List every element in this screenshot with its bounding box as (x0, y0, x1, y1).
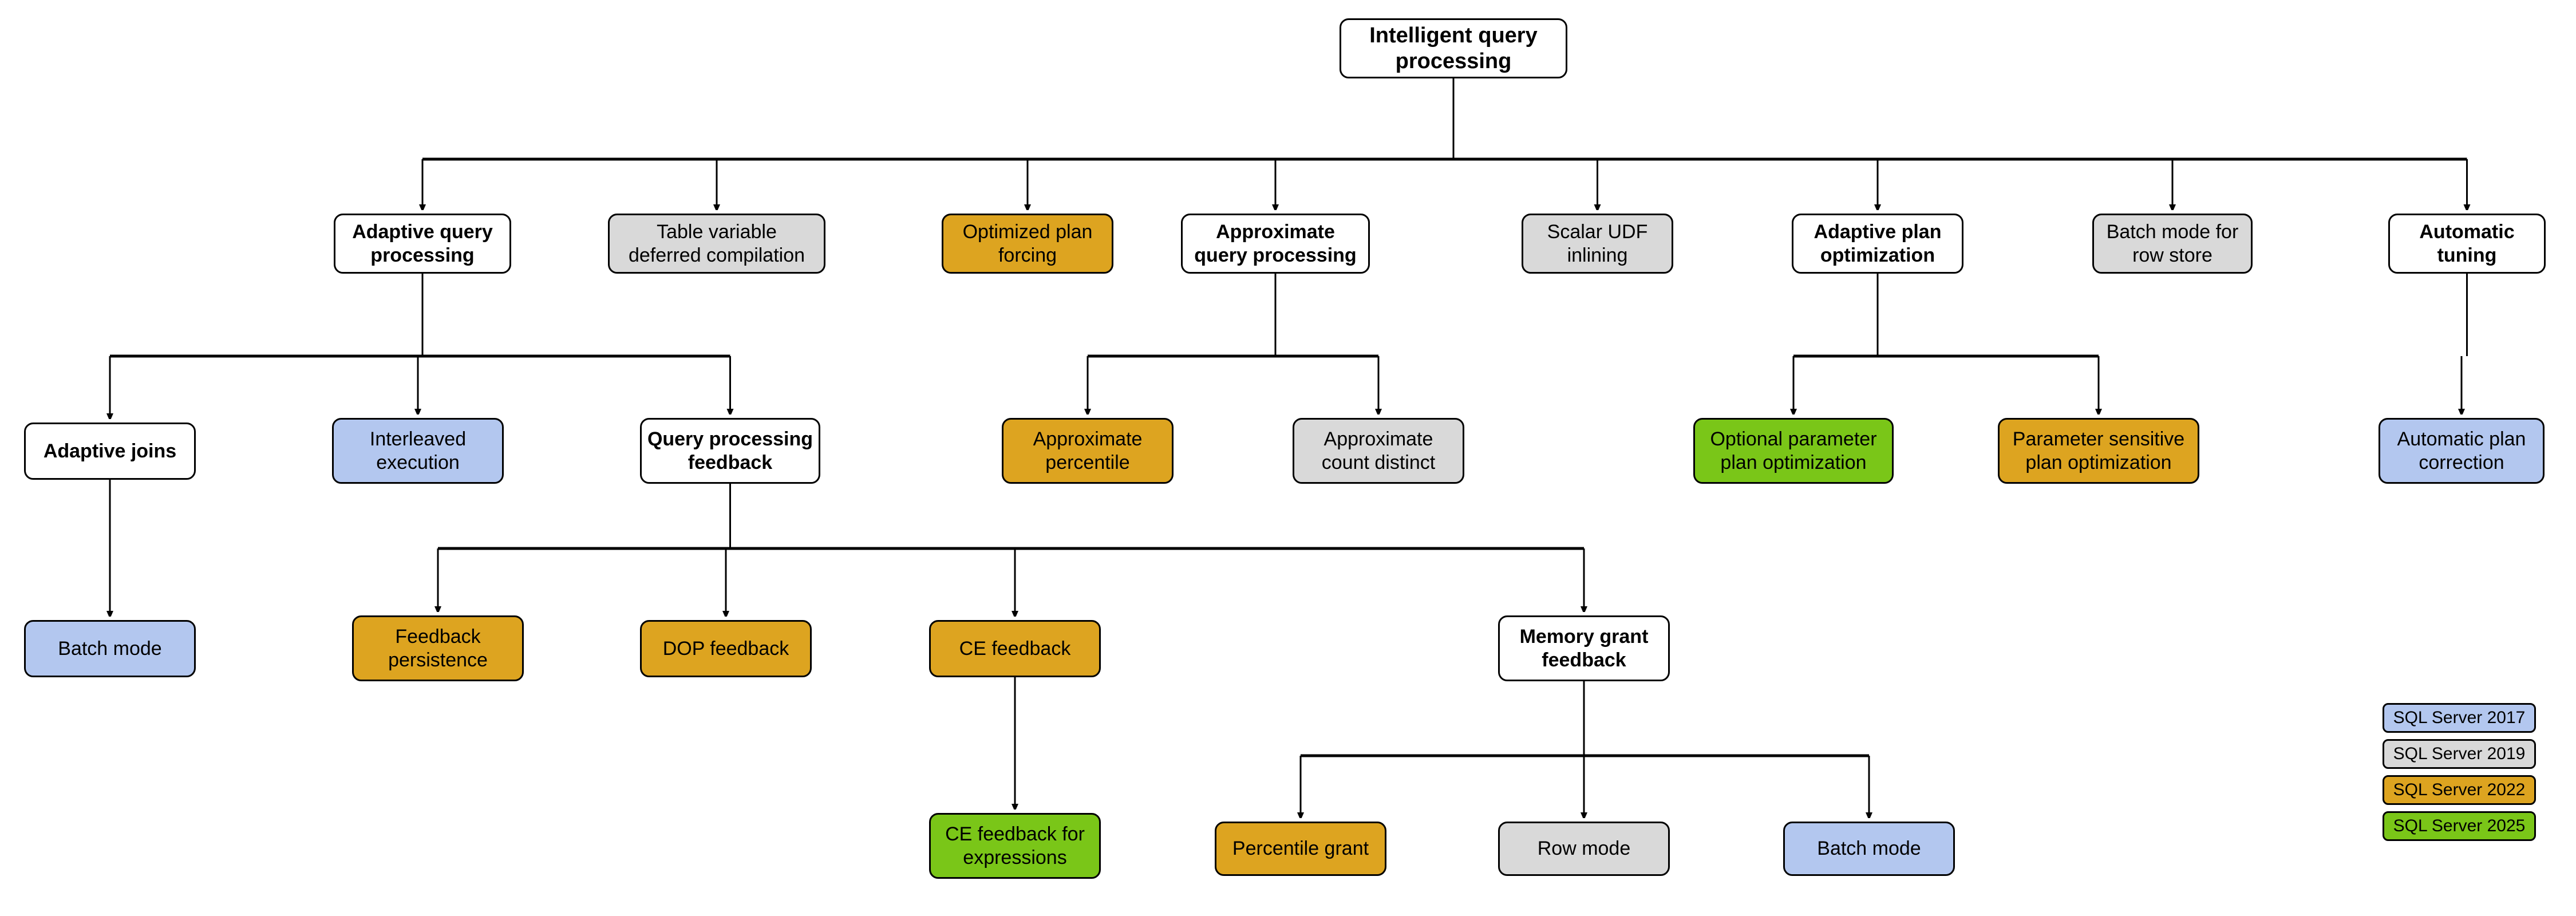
node-cefbexpr[interactable]: CE feedback for expressions (929, 813, 1101, 879)
node-adaptjoins[interactable]: Adaptive joins (24, 423, 196, 480)
node-oppo[interactable]: Optional parameter plan optimization (1693, 418, 1894, 484)
node-autotune[interactable]: Automatic tuning (2388, 214, 2546, 274)
node-opf[interactable]: Optimized plan forcing (942, 214, 1113, 274)
node-tvdc[interactable]: Table variable deferred compilation (608, 214, 825, 274)
node-apo[interactable]: Adaptive plan optimization (1792, 214, 1963, 274)
node-qpf[interactable]: Query processing feedback (640, 418, 820, 484)
node-pctgrant[interactable]: Percentile grant (1215, 822, 1386, 876)
node-batchmode1[interactable]: Batch mode (24, 620, 196, 677)
node-fbpersist[interactable]: Feedback persistence (352, 615, 524, 681)
node-approxqp[interactable]: Approximate query processing (1181, 214, 1370, 274)
legend-item-sql-server-2017: SQL Server 2017 (2383, 703, 2536, 733)
node-approxcd[interactable]: Approximate count distinct (1293, 418, 1464, 484)
node-mgf[interactable]: Memory grant feedback (1498, 615, 1670, 681)
node-aqp[interactable]: Adaptive query processing (334, 214, 511, 274)
node-dopfb[interactable]: DOP feedback (640, 620, 812, 677)
node-root[interactable]: Intelligent query processing (1340, 18, 1567, 78)
node-rowmode[interactable]: Row mode (1498, 822, 1670, 876)
node-cefb[interactable]: CE feedback (929, 620, 1101, 677)
node-batchmode2[interactable]: Batch mode (1783, 822, 1955, 876)
node-bmrs[interactable]: Batch mode for row store (2092, 214, 2253, 274)
legend-item-sql-server-2022: SQL Server 2022 (2383, 775, 2536, 805)
node-pspo[interactable]: Parameter sensitive plan optimization (1998, 418, 2199, 484)
node-interleaved[interactable]: Interleaved execution (332, 418, 504, 484)
node-apc[interactable]: Automatic plan correction (2379, 418, 2545, 484)
node-approxpct[interactable]: Approximate percentile (1002, 418, 1174, 484)
legend-item-sql-server-2019: SQL Server 2019 (2383, 739, 2536, 769)
legend-item-sql-server-2025: SQL Server 2025 (2383, 811, 2536, 841)
node-sudf[interactable]: Scalar UDF inlining (1522, 214, 1673, 274)
